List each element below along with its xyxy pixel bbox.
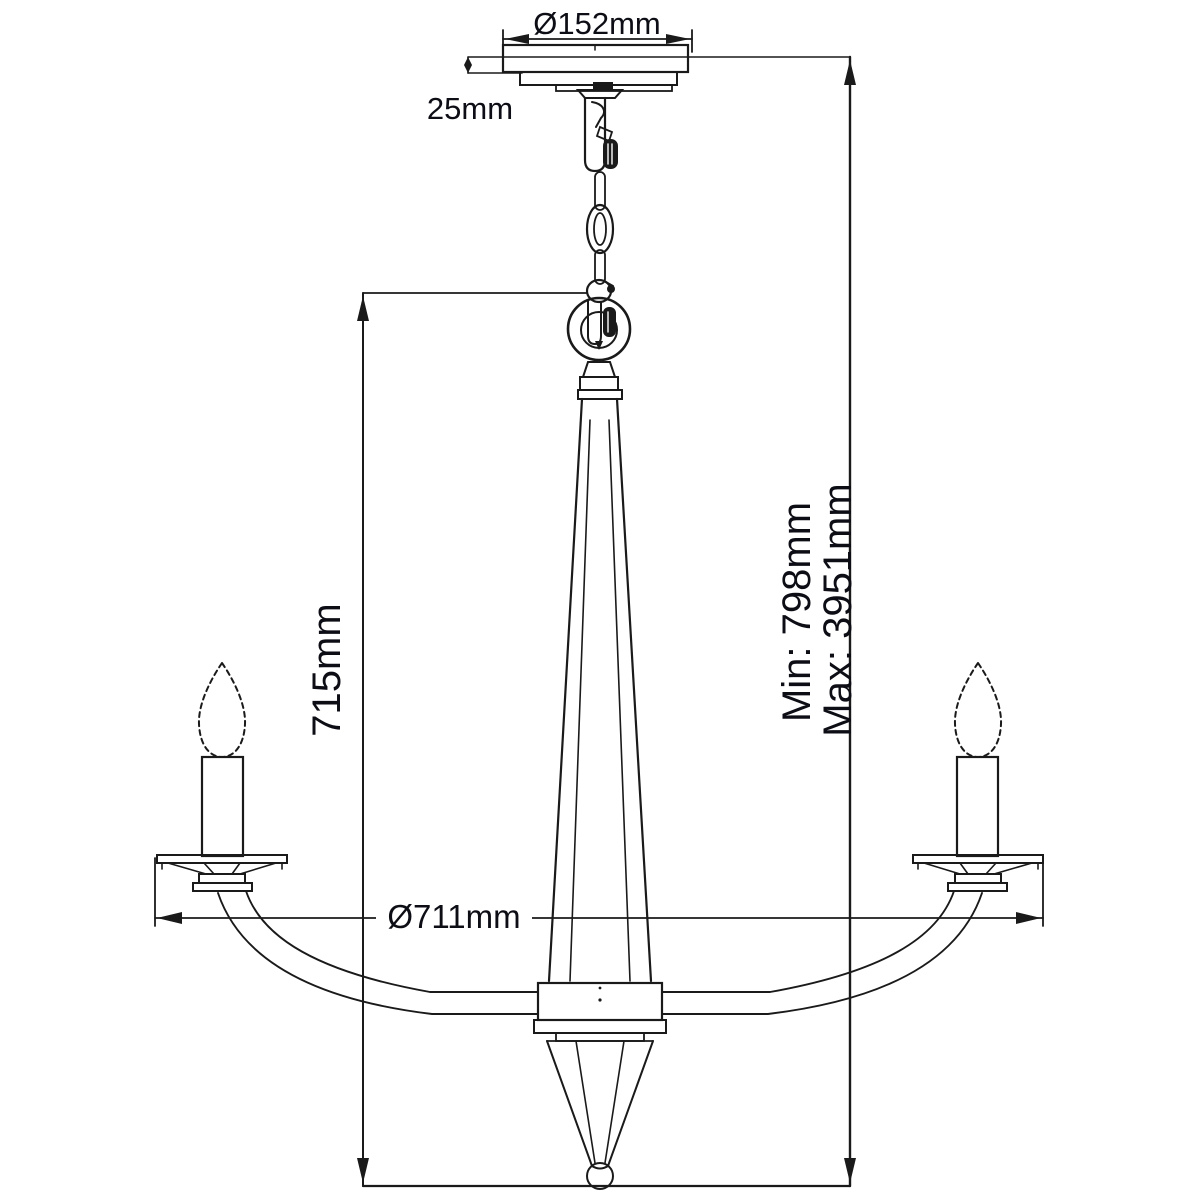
arrowhead-right-icon xyxy=(666,34,690,44)
hub-mark xyxy=(598,998,602,1002)
right-arm xyxy=(661,890,983,1015)
right-candle xyxy=(912,661,1044,892)
column-collar-bottom xyxy=(577,389,623,400)
column-right-edge xyxy=(615,397,653,983)
finial-ball xyxy=(586,1162,614,1190)
bobeche-lip xyxy=(192,882,253,892)
arm-upper-edge xyxy=(661,890,955,993)
arrowhead-down-icon xyxy=(357,1158,369,1183)
column-collar-top xyxy=(579,376,619,391)
ring-link xyxy=(587,299,602,346)
bobeche-spoke xyxy=(203,862,215,875)
link-edge-on xyxy=(603,139,618,169)
bobeche-spoke xyxy=(959,862,969,875)
bobeche-spoke xyxy=(923,862,961,875)
canopy-depth-label: 25mm xyxy=(427,91,513,126)
canopy-diameter-label: Ø152mm xyxy=(533,6,660,41)
arm-lower-edge xyxy=(661,892,983,1015)
candle-sleeve xyxy=(200,755,245,858)
max-height-label: Max: 3951mm xyxy=(816,483,860,736)
bobeche-spoke xyxy=(985,862,997,875)
column-facet-line xyxy=(608,419,631,982)
fixture-height-label: 715mm xyxy=(305,603,349,736)
candle-sleeve xyxy=(955,755,1000,858)
tick-down-icon xyxy=(464,65,472,73)
bulb-flame xyxy=(197,661,247,759)
shackle-pin xyxy=(607,285,615,293)
suspension-chain xyxy=(575,82,625,304)
label-backing xyxy=(376,894,532,932)
ring-link-edge-on xyxy=(603,307,616,337)
arrowhead-left-icon xyxy=(157,912,182,924)
stem-link xyxy=(583,96,607,173)
left-candle xyxy=(156,661,288,892)
hub-plate xyxy=(533,1019,667,1034)
column-neck xyxy=(581,361,617,378)
chain-mount-cap xyxy=(593,82,613,91)
tick-up-icon xyxy=(464,57,472,65)
bobeche-spoke xyxy=(239,862,277,875)
chain-mount xyxy=(575,89,625,99)
hanging-ring xyxy=(566,296,632,362)
dim-canopy-diameter: Ø152mm xyxy=(502,6,693,53)
cone-tip xyxy=(591,1165,609,1170)
dim-canopy-depth: 25mm xyxy=(427,56,523,126)
arrowhead-down-icon xyxy=(844,1158,856,1183)
bobeche-spoke xyxy=(167,862,207,875)
cone-left-edge xyxy=(546,1040,593,1167)
link-edge-on xyxy=(594,249,606,285)
cone-facet-line xyxy=(575,1040,596,1164)
arm-upper-edge xyxy=(245,890,539,993)
left-arm xyxy=(217,890,539,1015)
fixture-diameter-label: Ø711mm xyxy=(387,898,520,935)
dim-fixture-diameter: Ø711mm xyxy=(154,857,1044,935)
dim-overall-height: Min: 798mm Max: 3951mm xyxy=(361,55,860,1188)
bulb-flame xyxy=(953,661,1003,759)
bobeche-cup xyxy=(198,873,246,884)
link-edge-on xyxy=(594,171,606,211)
arrowhead-left-icon xyxy=(505,34,529,44)
cone-facet-line xyxy=(604,1040,625,1164)
chain-link-oval xyxy=(585,203,615,255)
column-left-edge xyxy=(547,397,584,983)
min-height-label: Min: 798mm xyxy=(775,502,819,722)
ring-outer xyxy=(566,296,632,362)
hub xyxy=(533,981,667,1042)
ring-pointer-icon xyxy=(595,341,603,350)
column-facet-line xyxy=(569,419,591,982)
arrowhead-up-icon xyxy=(357,296,369,321)
hub-base xyxy=(555,1032,645,1042)
chain-link-oval-inner xyxy=(593,212,607,246)
bobeche-lip xyxy=(947,882,1008,892)
center-column xyxy=(547,361,653,983)
bottom-finial xyxy=(546,1040,654,1190)
bobeche-plate xyxy=(156,854,288,864)
shackle-detail xyxy=(603,280,614,287)
bobeche-cup xyxy=(954,873,1002,884)
bobeche-spoke xyxy=(993,862,1033,875)
arrowhead-right-icon xyxy=(1016,912,1041,924)
dim-fixture-height: 715mm xyxy=(305,292,588,1187)
cone-right-edge xyxy=(607,1040,654,1167)
arm-lower-edge xyxy=(217,892,539,1015)
hub-mark xyxy=(598,986,602,990)
arrowhead-up-icon xyxy=(844,60,856,85)
hook xyxy=(591,101,605,128)
bobeche-spoke xyxy=(231,862,241,875)
